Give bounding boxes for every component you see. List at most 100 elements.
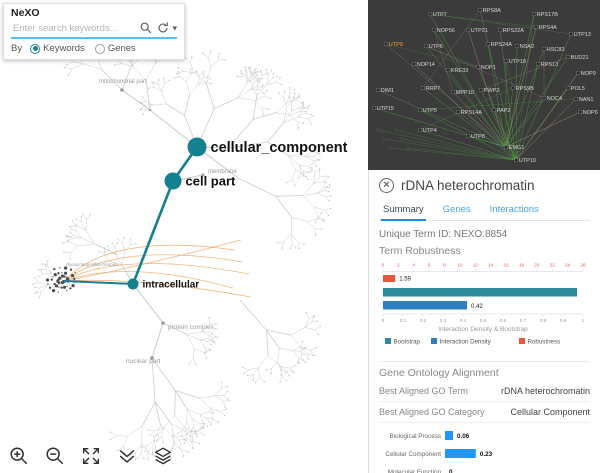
cluster-node[interactable] [58, 286, 60, 288]
cluster-node[interactable] [53, 282, 56, 286]
tree-node-label-intracellular: intracellular [143, 280, 200, 291]
cluster-node[interactable] [60, 286, 63, 289]
gene-label-mpp10: MPP10 [456, 90, 474, 96]
gene-node-bud21[interactable] [566, 55, 570, 59]
gene-node-utp13[interactable] [569, 32, 573, 36]
gene-label-emg1: EMG1 [509, 145, 525, 151]
gene-node-nsa2[interactable] [515, 44, 519, 48]
cluster-node[interactable] [47, 283, 49, 285]
gene-node-rps17b[interactable] [532, 12, 536, 16]
tab-summary[interactable]: Summary [381, 201, 426, 221]
layers-button[interactable] [152, 445, 174, 467]
gene-node-pwp2[interactable] [479, 88, 483, 92]
gene-node-utp8[interactable] [466, 134, 470, 138]
go-row-label: Best Aligned GO Term [379, 386, 468, 396]
gene-node-pol5[interactable] [566, 86, 570, 90]
term-node[interactable] [120, 88, 124, 92]
gene-node-nop14[interactable] [412, 62, 416, 66]
gene-node-utp21[interactable] [466, 28, 470, 32]
cluster-node[interactable] [60, 281, 63, 284]
tree-node-cellular-component[interactable] [187, 137, 207, 157]
cluster-node[interactable] [53, 273, 57, 277]
gene-node-rps14a[interactable] [456, 110, 460, 114]
robustness-section-title: Term Robustness [379, 245, 461, 257]
gene-node-rps13[interactable] [536, 62, 540, 66]
cluster-node[interactable] [54, 284, 59, 288]
gene-node-nop6[interactable] [578, 110, 582, 114]
zoom-in-button[interactable] [8, 445, 30, 467]
gene-node-hsc82[interactable] [542, 47, 546, 51]
tab-interactions[interactable]: Interactions [489, 204, 539, 215]
term-node[interactable] [148, 108, 152, 112]
term-node[interactable] [201, 173, 205, 177]
cluster-node[interactable] [57, 291, 59, 293]
cluster-node[interactable] [45, 278, 50, 282]
cluster-node[interactable] [52, 276, 54, 278]
cluster-node[interactable] [66, 289, 68, 291]
gene-node-utp4[interactable] [418, 128, 422, 132]
gene-node-utp18[interactable] [504, 59, 508, 63]
close-icon[interactable]: × [379, 178, 394, 193]
search-icon[interactable] [139, 21, 153, 35]
cluster-node[interactable] [59, 267, 61, 269]
gene-node-rps8a[interactable] [478, 8, 482, 12]
dropdown-caret-icon[interactable]: ▾ [172, 22, 177, 33]
cluster-node[interactable] [69, 287, 72, 290]
cluster-node[interactable] [61, 272, 63, 274]
gene-node-noc4[interactable] [542, 96, 546, 100]
gene-node-rrp7[interactable] [421, 86, 425, 90]
gene-node-utp10[interactable] [514, 158, 518, 162]
cluster-node[interactable] [69, 268, 73, 271]
fit-to-screen-button[interactable] [80, 445, 102, 467]
cluster-node[interactable] [52, 289, 56, 293]
gene-node-nop56[interactable] [432, 28, 436, 32]
search-mode-genes[interactable]: Genes [94, 43, 136, 54]
cluster-node[interactable] [74, 272, 77, 274]
cluster-node[interactable] [71, 284, 75, 288]
cluster-node[interactable] [57, 272, 60, 275]
cluster-node[interactable] [50, 278, 53, 281]
tab-genes[interactable]: Genes [442, 204, 471, 215]
search-mode-keywords[interactable]: Keywords [30, 43, 85, 54]
gene-node-utp6[interactable] [424, 44, 428, 48]
tree-node-cell-part[interactable] [164, 172, 182, 190]
gene-node-utp5[interactable] [418, 108, 422, 112]
cluster-node[interactable] [64, 271, 68, 275]
gene-node-utp15[interactable] [372, 106, 376, 110]
align-category-label: Molecular Function [388, 469, 442, 473]
expand-depth-button[interactable] [116, 445, 138, 467]
gene-node-nop1[interactable] [476, 65, 480, 69]
cluster-node[interactable] [58, 276, 62, 280]
gene-node-rps22a[interactable] [498, 28, 502, 32]
cluster-node[interactable] [63, 275, 66, 278]
reset-search-icon[interactable] [156, 21, 170, 35]
gene-node-kre33[interactable] [446, 68, 450, 72]
term-node[interactable] [150, 356, 154, 360]
cluster-node[interactable] [70, 274, 75, 278]
cluster-node[interactable] [64, 266, 68, 270]
cluster-node[interactable] [73, 277, 76, 280]
gene-node-rps4a[interactable] [534, 25, 538, 29]
cluster-node[interactable] [66, 285, 68, 287]
gene-node-nop9[interactable] [576, 71, 580, 75]
cluster-node[interactable] [60, 274, 65, 278]
cluster-node[interactable] [62, 285, 67, 289]
tree-node-intracellular[interactable] [127, 278, 139, 290]
gene-node-utp9[interactable] [384, 42, 388, 46]
gene-node-mpp10[interactable] [451, 90, 455, 94]
term-node[interactable] [161, 321, 165, 325]
gene-node-rps24a[interactable] [486, 42, 490, 46]
gene-node-emg1[interactable] [504, 145, 508, 149]
gene-node-nan1[interactable] [574, 97, 578, 101]
gene-node-rps9b[interactable] [511, 86, 515, 90]
cluster-node[interactable] [53, 267, 56, 271]
gene-node-utp7[interactable] [428, 12, 432, 16]
gene-node-pap2[interactable] [492, 108, 496, 112]
search-input[interactable] [11, 21, 137, 35]
gene-node-dim1[interactable] [376, 88, 380, 92]
gene-label-pap2: PAP2 [497, 108, 511, 114]
cluster-node[interactable] [48, 286, 52, 289]
zoom-out-button[interactable] [44, 445, 66, 467]
